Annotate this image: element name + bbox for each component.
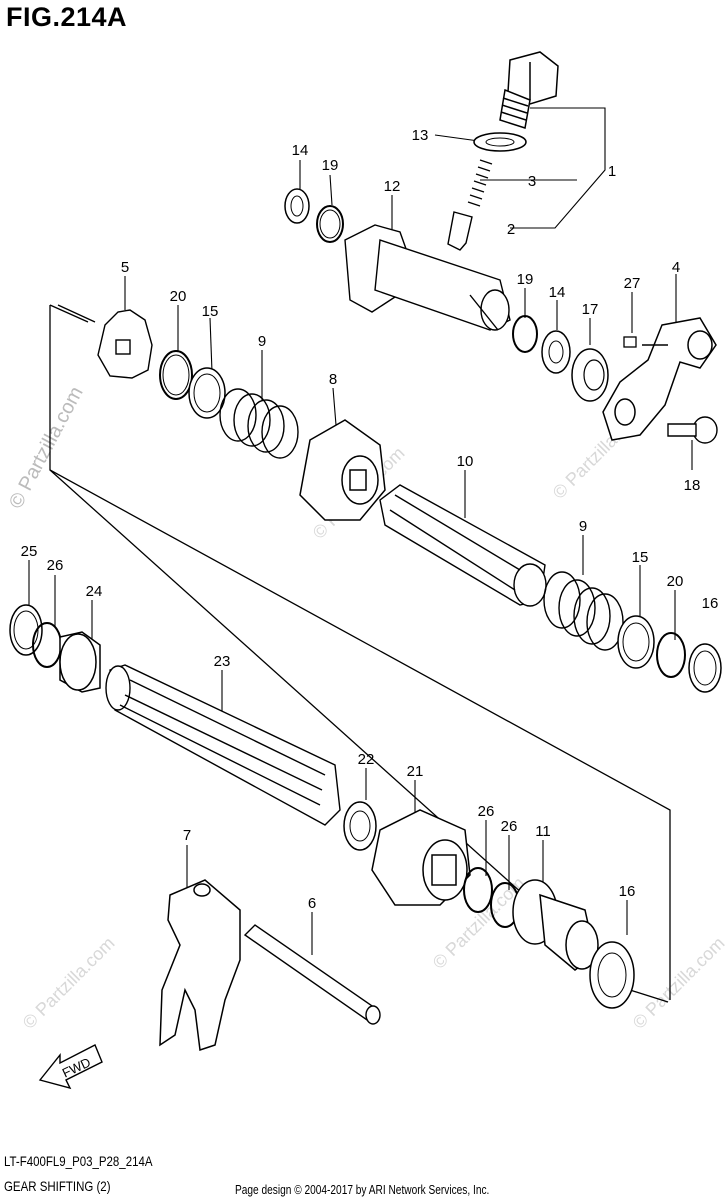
part-washer-14-top [284,188,310,224]
callout-16b: 16 [619,883,636,900]
callout-numbers: 1 2 3 4 5 6 7 8 9 9 10 11 12 13 14 14 15… [21,127,719,912]
part-circlip-20-top [159,350,193,400]
part-circlip-19-top [316,205,344,243]
callout-13: 13 [412,127,429,144]
callout-6: 6 [308,895,316,912]
callout-23: 23 [214,653,231,670]
part-spring-3 [467,159,493,207]
part-shaft-23 [105,664,341,826]
callout-26b: 26 [478,803,495,820]
callout-14a: 14 [292,142,309,159]
callout-12: 12 [384,178,401,195]
callout-1: 1 [608,163,616,180]
part-washer-14-right [541,330,571,374]
part-circlip-19-right [512,315,538,353]
callout-22: 22 [358,751,375,768]
callout-20b: 20 [667,573,684,590]
part-washer-16-right [688,643,722,693]
part-gear-5 [97,309,153,379]
part-bolt-18 [667,416,718,444]
callout-4: 4 [672,259,680,276]
figure-title: FIG.214A [6,2,128,32]
callout-3: 3 [528,173,536,190]
callout-18: 18 [684,477,701,494]
callout-27: 27 [624,275,641,292]
callout-16a: 16 [702,595,719,612]
callout-8: 8 [329,371,337,388]
callout-20a: 20 [170,288,187,305]
part-bolt-1 [499,51,559,129]
assembly-bracket [49,304,671,1003]
watermark-3: © Partzilla.com [19,933,119,1033]
part-washer-15-right [617,615,655,669]
leader-lines [28,107,693,955]
part-washer-15-top [188,367,226,419]
footer-copyright: Page design © 2004-2017 by ARI Network S… [235,1182,490,1197]
callout-9a: 9 [258,333,266,350]
part-shaft-12 [344,224,511,331]
callout-11: 11 [535,823,551,840]
part-bushing-24 [59,631,101,693]
callout-21: 21 [407,763,424,780]
callout-24: 24 [86,583,103,600]
fwd-label: FWD [60,1055,93,1081]
fwd-arrow: FWD [38,1044,103,1090]
part-washer-16-bottom [589,941,635,1009]
callout-26c: 26 [501,818,518,835]
part-shaft-10 [379,484,547,607]
part-cam-8 [299,419,386,521]
part-ring-22 [343,801,377,851]
callout-2: 2 [507,221,515,238]
part-spring-9-right [543,571,624,651]
callout-9b: 9 [579,518,587,535]
footer-model-code: LT-F400FL9_P03_P28_214A [4,1153,153,1169]
footer-section-name: GEAR SHIFTING (2) [4,1178,111,1194]
part-pin-2 [447,211,473,251]
callout-17: 17 [582,301,599,318]
callout-19a: 19 [322,157,339,174]
part-circlip-26-mid [463,867,493,913]
watermark-6: © Partzilla.com [629,933,727,1033]
callout-25: 25 [21,543,38,560]
callout-26a: 26 [47,557,64,574]
part-fork-7 [159,879,241,1052]
part-arm-4 [602,317,717,441]
callout-5: 5 [121,259,129,276]
part-sleeve-11 [512,879,599,971]
callout-14b: 14 [549,284,566,301]
callout-7: 7 [183,827,191,844]
callout-15a: 15 [202,303,219,320]
part-bolt-27 [623,336,637,348]
part-drum-21 [371,809,471,906]
part-circlip-20-right [656,632,686,678]
callout-15b: 15 [632,549,649,566]
part-bearing-17 [571,348,609,402]
part-washer-13 [473,132,527,152]
callout-10: 10 [457,453,474,470]
callout-19b: 19 [517,271,534,288]
part-spring-9-top [219,388,299,459]
part-rod-6 [243,924,381,1025]
